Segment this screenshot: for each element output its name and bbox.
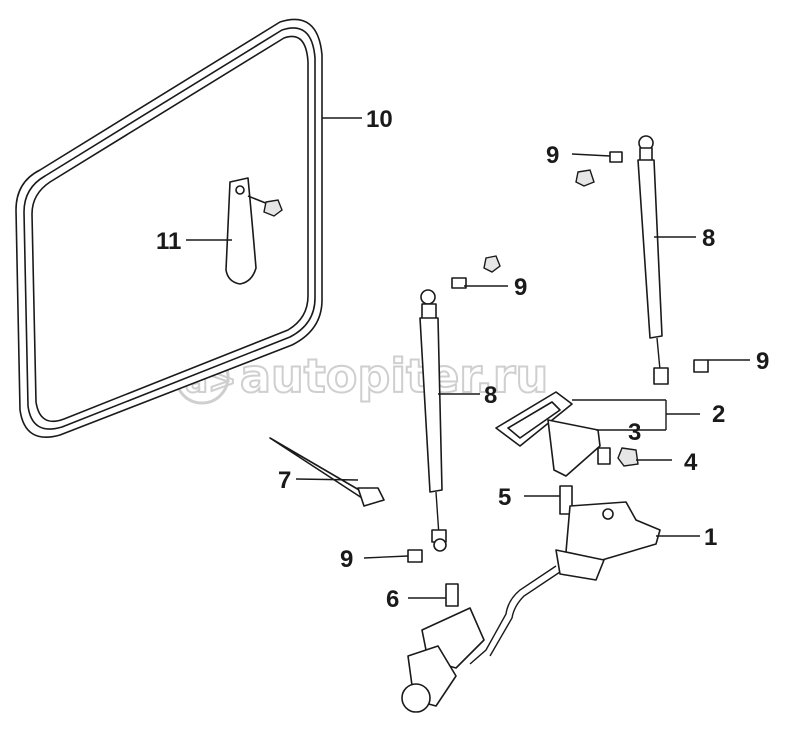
bolt-5 [559, 485, 573, 515]
gas-strut-right [637, 135, 669, 385]
callout-2: 2 [712, 401, 725, 428]
callout-11: 11 [156, 228, 181, 255]
callout-8-right: 8 [702, 225, 715, 252]
callout-labels: 1 2 3 4 5 6 7 8 8 9 9 9 9 10 11 [156, 106, 769, 613]
release-handle [401, 583, 485, 713]
callout-6: 6 [386, 586, 399, 613]
gas-strut-left [419, 289, 447, 552]
callout-3: 3 [628, 419, 641, 446]
watermark-text: autopiter.ru [240, 349, 548, 403]
latch-bracket [495, 391, 601, 477]
callout-9-right-bottom: 9 [756, 348, 769, 375]
callout-10: 10 [366, 106, 393, 133]
watermark: a> autopiter.ru [174, 348, 549, 405]
callout-9-left-top: 9 [514, 274, 527, 301]
callout-5: 5 [498, 484, 511, 511]
callout-9-right-top: 9 [546, 142, 559, 169]
window-seal-frame [15, 18, 323, 438]
cable-tie [269, 437, 385, 507]
callout-4: 4 [684, 449, 698, 476]
ball-stud-fittings [407, 151, 709, 563]
callout-8-left: 8 [484, 382, 497, 409]
leader-lines [186, 117, 750, 599]
callout-7: 7 [278, 467, 291, 494]
callout-1: 1 [704, 524, 717, 551]
bolt-4 [597, 447, 639, 467]
latch-mechanism [555, 501, 661, 581]
release-cable [469, 565, 561, 665]
handle-strap [225, 177, 283, 285]
callout-9-left-bottom: 9 [340, 546, 353, 573]
